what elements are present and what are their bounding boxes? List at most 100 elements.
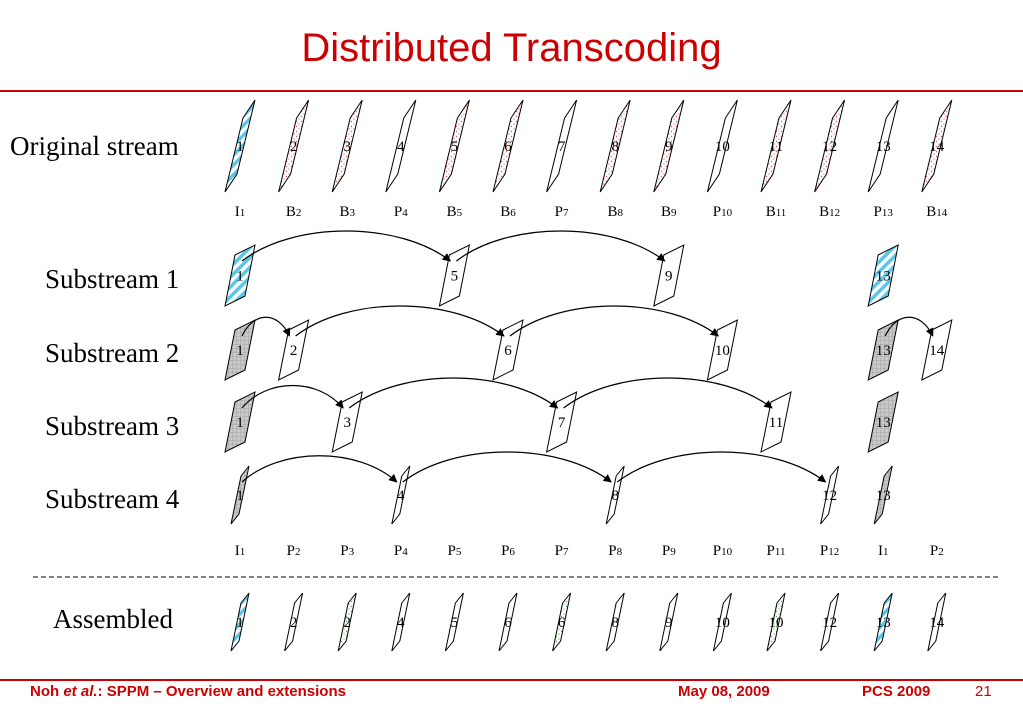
- original-frame-6-b-frame: 6: [492, 99, 524, 193]
- substream-3-frame-3-shape: [331, 391, 363, 453]
- substream-1-frame-13-number: 13: [876, 269, 891, 285]
- original-frame-9-number: 9: [665, 139, 673, 155]
- substream-4-frame-12-p-frame: 12: [820, 465, 840, 525]
- substream-2-frame-13-shape: [867, 319, 899, 381]
- original-frame-4-number: 4: [397, 139, 405, 155]
- original-type-12: B12: [819, 204, 840, 220]
- original-frame-3-number: 3: [343, 139, 351, 155]
- label-substream-2: Substream 2: [45, 338, 180, 368]
- assembled-frame-3-green-frame: 2: [337, 592, 357, 652]
- assembled-frame-7-green-frame: 6: [552, 592, 572, 652]
- original-type-10: P10: [713, 204, 733, 220]
- assembled-frame-12-p-frame: 12: [820, 592, 840, 652]
- assembled-frame-6-shape: [498, 592, 518, 652]
- substream-2-frame-10-shape: [706, 319, 739, 381]
- original-frame-12-shape: [814, 99, 846, 193]
- original-type-8: B8: [607, 204, 623, 220]
- substream-3-frame-1-number: 1: [236, 415, 244, 431]
- transcoded-type-4: P4: [394, 543, 408, 559]
- transcoded-type-2: P2: [287, 543, 301, 559]
- assembled-frame-5-shape: [444, 592, 464, 652]
- substream-2-frame-14-number: 14: [929, 343, 945, 359]
- substream-1-frame-5-shape: [438, 244, 471, 307]
- original-frame-14-number: 14: [929, 139, 945, 155]
- assembled-frame-2-shape: [284, 592, 304, 652]
- original-type-6: B6: [500, 204, 516, 220]
- assembled-frame-8-number: 8: [611, 615, 619, 631]
- substream-1-frame-1-number: 1: [236, 269, 244, 285]
- substream-4-frame-12-shape: [820, 465, 840, 525]
- substream-2-frame-2-number: 2: [290, 343, 298, 359]
- original-frame-9-b-frame: 9: [653, 99, 685, 193]
- original-type-14: B14: [926, 204, 948, 220]
- substream-3-frame-11-shape: [760, 391, 792, 453]
- substream-4-frame-1-gray-frame: 1: [230, 465, 250, 525]
- label-original-stream: Original stream: [10, 131, 179, 161]
- original-frame-6-number: 6: [504, 139, 512, 155]
- substream-1-frame-13-shape: [867, 244, 899, 307]
- transcoded-type-1: I1: [235, 543, 246, 559]
- substream-1-frame-13-i-frame: 13: [867, 244, 899, 307]
- substream-4-frame-13-number: 13: [876, 488, 891, 504]
- substream-2-frame-14-shape: [921, 319, 953, 381]
- original-frame-7-shape: [546, 99, 578, 193]
- substream-1-frame-5-number: 5: [451, 269, 459, 285]
- substream-2-frame-6-p-frame: 6: [492, 319, 524, 381]
- label-substream-3: Substream 3: [45, 411, 180, 441]
- footer-venue: PCS 2009: [862, 683, 931, 700]
- title-divider: [0, 90, 1023, 92]
- reference-arrow-1-to-3: [241, 384, 344, 409]
- original-frame-5-number: 5: [451, 139, 459, 155]
- substream-1: 1 5 9 13: [224, 230, 899, 307]
- original-frame-3-shape: [331, 99, 363, 193]
- assembled-frame-6-p-frame: 6: [498, 592, 518, 652]
- original-type-13: P13: [874, 204, 894, 220]
- transcoded-type-10: P10: [713, 543, 733, 559]
- original-frame-11-b-frame: 11: [760, 99, 792, 193]
- assembled-frame-2-p-frame: 2: [284, 592, 304, 652]
- assembled-frame-8-shape: [605, 592, 625, 652]
- assembled-frame-9-shape: [659, 592, 679, 652]
- reference-arrow-7-to-11: [563, 377, 773, 409]
- substream-2-frame-6-number: 6: [504, 343, 512, 359]
- original-frame-14-b-frame: 14: [921, 99, 953, 193]
- substream-4-frame-12-number: 12: [822, 488, 837, 504]
- substream-1-frame-9-shape: [653, 244, 685, 307]
- original-type-9: B9: [661, 204, 677, 220]
- assembled-frame-13-number: 13: [876, 615, 891, 631]
- assembled-frame-13-shape: [873, 592, 893, 652]
- substream-2-frame-2-p-frame: 2: [277, 319, 310, 381]
- original-frame-7-number: 7: [558, 139, 566, 155]
- substream-1-frame-1-i-frame: 1: [224, 244, 256, 307]
- substream-4-frame-4-number: 4: [397, 488, 405, 504]
- substream-3-frame-13-gray-frame: 13: [867, 391, 899, 453]
- substream-1-frame-9-p-frame: 9: [653, 244, 685, 307]
- transcoded-type-8: P8: [608, 543, 622, 559]
- substream-3-frame-7-p-frame: 7: [545, 391, 578, 453]
- original-type-5: B5: [447, 204, 463, 220]
- substream-2-frame-14-p-frame: 14: [921, 319, 953, 381]
- original-frame-5-shape: [438, 99, 470, 193]
- original-frame-1-number: 1: [236, 139, 244, 155]
- transcoded-type-9: P9: [662, 543, 676, 559]
- original-frame-1-shape: [224, 99, 256, 193]
- substream-3-frame-3-p-frame: 3: [331, 391, 363, 453]
- original-frame-4-p-frame: 4: [385, 99, 417, 193]
- original-type-7: P7: [555, 204, 569, 220]
- original-frame-9-shape: [653, 99, 685, 193]
- assembled-frame-3-number: 2: [343, 615, 351, 631]
- original-frame-8-shape: [599, 99, 631, 193]
- substream-2-frame-1-number: 1: [236, 343, 244, 359]
- assembled-frame-5-number: 5: [451, 615, 459, 631]
- assembled-frame-11-shape: [766, 592, 786, 652]
- original-frame-10-shape: [706, 99, 738, 193]
- substream-1-frame-1-shape: [224, 244, 256, 307]
- reference-arrow-1-to-2: [241, 316, 291, 337]
- assembled-frame-14-p-frame: 14: [927, 592, 947, 652]
